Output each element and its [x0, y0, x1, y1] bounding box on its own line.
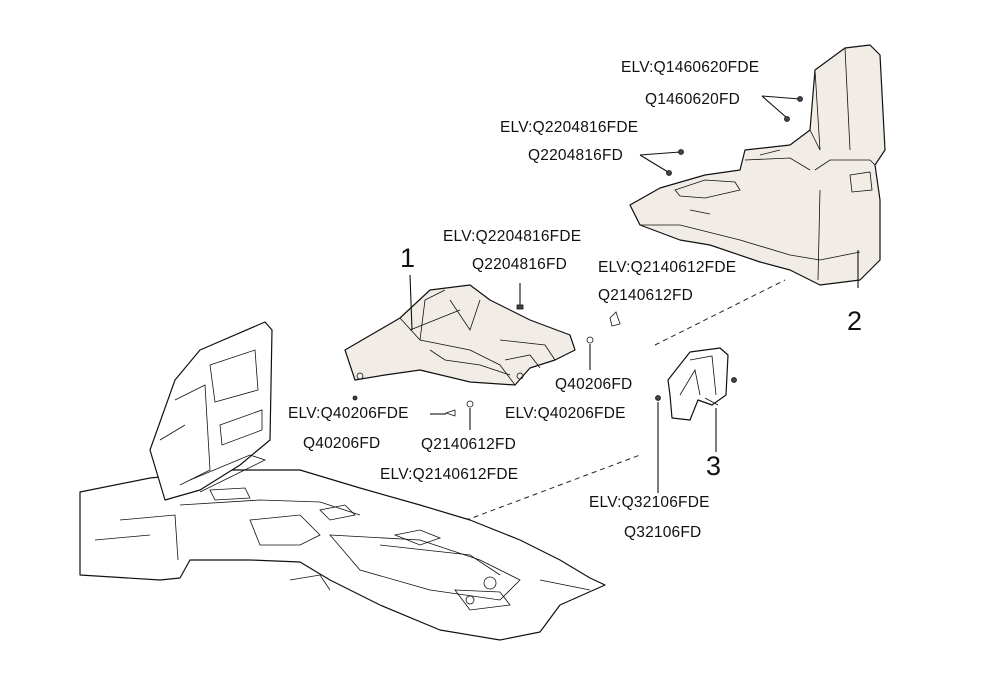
- callout-number-1: 1: [400, 243, 416, 273]
- label-q1460620fd: Q1460620FD: [645, 91, 741, 108]
- callout-1-leader: [409, 274, 413, 331]
- console-box: [629, 44, 886, 286]
- label-q40206fd-left: Q40206FD: [303, 435, 381, 452]
- fastener-screws: [352, 95, 803, 493]
- label-q2140612fd-left: Q2140612FD: [421, 436, 517, 453]
- label-q40206fd-right: Q40206FD: [555, 376, 633, 393]
- console-bracket: [344, 284, 576, 386]
- label-elv-q2140612fde-left: ELV:Q2140612FDE: [380, 466, 519, 483]
- label-elv-q2204816fde-top: ELV:Q2204816FDE: [500, 119, 639, 136]
- label-elv-q1460620fde: ELV:Q1460620FDE: [621, 59, 760, 76]
- label-elv-q2204816fde-mid: ELV:Q2204816FDE: [443, 228, 582, 245]
- callout-number-2: 2: [847, 306, 863, 336]
- seat-back: [149, 321, 273, 501]
- label-elv-q40206fde-right: ELV:Q40206FDE: [505, 405, 626, 422]
- label-elv-q32106fde: ELV:Q32106FDE: [589, 494, 710, 511]
- label-q32106fd: Q32106FD: [624, 524, 702, 541]
- label-q2204816fd-top: Q2204816FD: [528, 147, 624, 164]
- callout-number-3: 3: [706, 451, 722, 481]
- label-q2204816fd-mid: Q2204816FD: [472, 256, 568, 273]
- floor-pan: [79, 469, 606, 641]
- label-elv-q40206fde-left: ELV:Q40206FDE: [288, 405, 409, 422]
- label-elv-q2140612fde-right: ELV:Q2140612FDE: [598, 259, 737, 276]
- assembly-line-upper: [654, 279, 786, 346]
- label-q2140612fd-right: Q2140612FD: [598, 287, 694, 304]
- support-bracket: [667, 347, 737, 421]
